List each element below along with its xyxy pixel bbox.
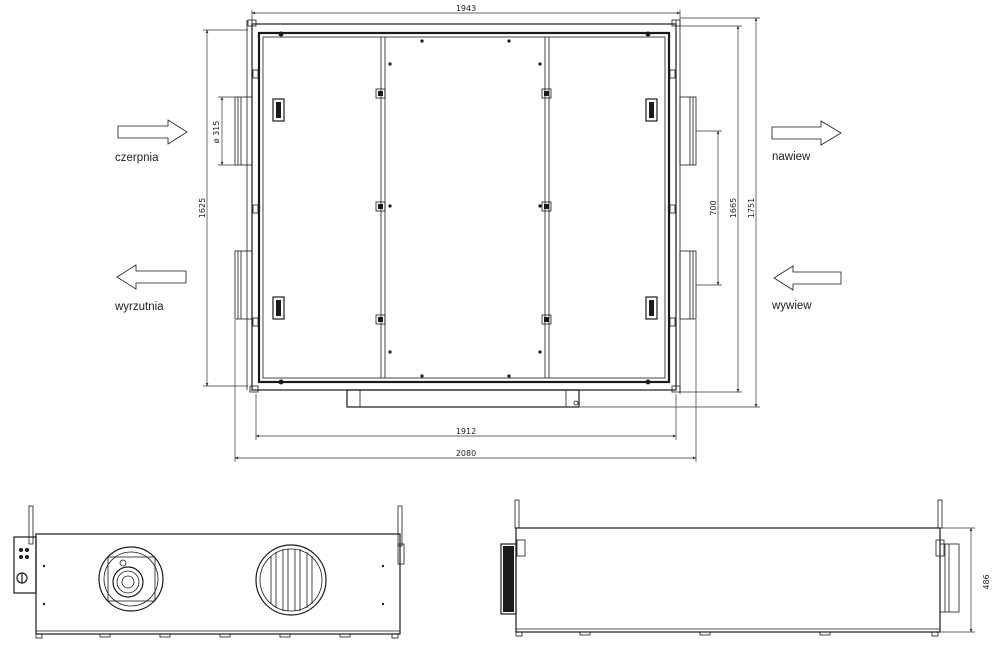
dim-port-spacing: 700 <box>696 130 722 286</box>
control-box <box>346 389 580 408</box>
arrow-left-icon <box>773 265 842 291</box>
dim-inner-height-label: 1665 <box>729 198 738 218</box>
dim-overall-height: 1751 <box>580 17 760 408</box>
label-supply: nawiew <box>772 151 811 163</box>
dim-inner-width-label: 1912 <box>456 427 476 436</box>
dim-inner-width: 1912 <box>255 394 677 440</box>
airflow-intake: czerpnia <box>115 119 188 164</box>
outer-frame <box>251 23 677 391</box>
dim-duct-diameter: ø 315 <box>212 96 235 166</box>
side-view: 486 <box>500 499 991 637</box>
arrow-right-icon <box>117 119 188 145</box>
duct-spigot-right-lower <box>679 250 697 320</box>
dim-top-width: 1943 <box>251 4 681 22</box>
label-exhaust: wyrzutnia <box>114 301 164 313</box>
control-panel <box>13 536 37 594</box>
dim-left-height-label: 1625 <box>198 198 207 218</box>
airflow-supply: nawiew <box>771 120 842 163</box>
side-casing <box>515 527 941 633</box>
grille-port <box>255 544 327 616</box>
label-intake: czerpnia <box>115 152 159 164</box>
arrow-right-icon <box>771 120 842 146</box>
top-view: 1943 1912 2080 1625 ø 315 <box>114 4 842 462</box>
arrow-left-icon <box>116 264 187 290</box>
duct-spigot-left-upper <box>234 96 253 166</box>
dim-port-spacing-label: 700 <box>709 200 718 215</box>
duct-spigot-right-upper <box>679 96 697 166</box>
duct-spigot-left-lower <box>234 250 253 320</box>
front-casing <box>35 533 401 635</box>
dim-top-width-label: 1943 <box>456 4 476 13</box>
airflow-extract: wywiew <box>771 265 842 312</box>
dim-left-height: 1625 <box>198 29 248 387</box>
handle-set <box>272 98 658 320</box>
dim-inner-height: 1665 <box>680 25 742 393</box>
dim-side-height: 486 <box>940 527 991 633</box>
dim-overall-width-label: 2080 <box>456 449 476 458</box>
front-view <box>13 505 405 639</box>
dim-overall-width: 2080 <box>234 320 697 462</box>
label-extract: wywiew <box>771 300 812 312</box>
dim-overall-height-label: 1751 <box>747 198 756 218</box>
inner-panel <box>257 31 671 384</box>
fan-port <box>98 546 164 612</box>
airflow-exhaust: wyrzutnia <box>114 264 187 313</box>
dim-duct-diameter-label: ø 315 <box>212 121 221 144</box>
dim-side-height-label: 486 <box>982 574 991 589</box>
hinge-set <box>375 88 552 325</box>
